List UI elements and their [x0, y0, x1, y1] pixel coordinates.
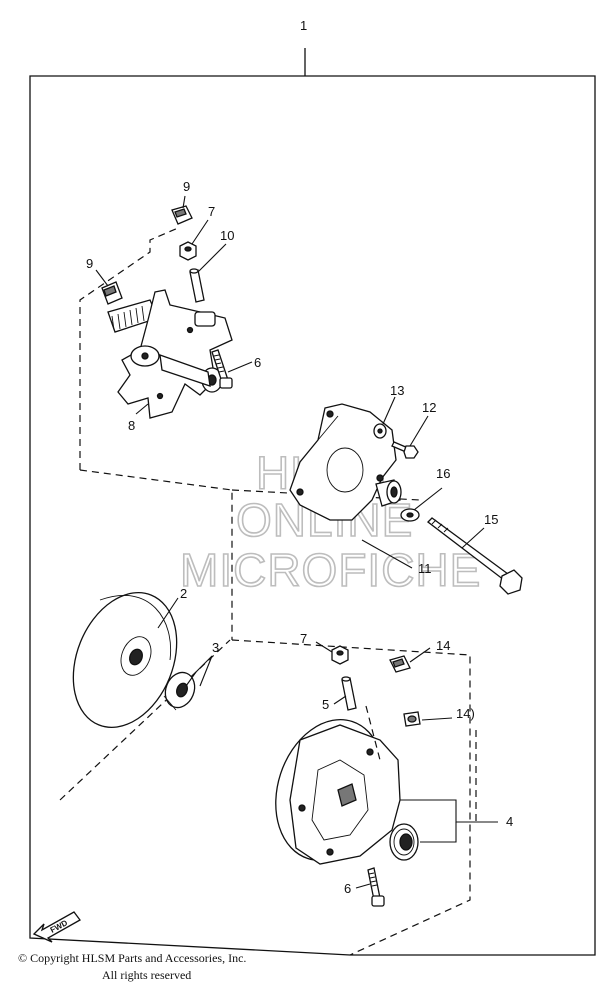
part-3-spacer: [163, 671, 196, 711]
rights-reserved-line: All rights reserved: [102, 968, 192, 982]
callout-14-upper: 14: [436, 638, 450, 653]
assembly-frame: [29, 48, 596, 956]
part-14-clip-lower: [403, 711, 421, 727]
part-6-bolt-lower: [367, 867, 385, 907]
callout-7-upper: 7: [208, 204, 215, 219]
part-15-long-bolt: [427, 517, 523, 595]
part-9-clip-upper: [171, 205, 193, 225]
part-14-clip-upper: [389, 655, 411, 673]
part-6-bolt-upper: [211, 349, 233, 389]
callout-12: 12: [422, 400, 436, 415]
callout-labels: 1 9 7 10 9 6 8 13 12 16 15 11 2 3 7 14 5…: [86, 18, 513, 896]
callout-8: 8: [128, 418, 135, 433]
leader-lines: [95, 195, 498, 889]
part-2-sheave-disc: [72, 592, 178, 728]
part-7-nut-lower: [331, 645, 349, 665]
callout-6-upper: 6: [254, 355, 261, 370]
watermark-line-3: MICROFICHE: [180, 544, 481, 596]
part-16-bushing: [375, 479, 420, 522]
part-7-nut-upper: [179, 241, 197, 261]
fwd-arrow: FWD: [32, 911, 81, 943]
callout-16: 16: [436, 466, 450, 481]
part-12-bolt: [391, 441, 419, 459]
part-13-nut: [373, 423, 387, 439]
callout-13: 13: [390, 383, 404, 398]
copyright-notice: © Copyright HLSM Parts and Accessories, …: [18, 950, 298, 984]
part-4-movable-sheave: [275, 719, 419, 865]
callout-9-upper: 9: [183, 179, 190, 194]
callout-4: 4: [506, 814, 513, 829]
callout-15: 15: [484, 512, 498, 527]
part-9-clip-left: [101, 281, 123, 305]
part-8-spider-hub: [107, 289, 233, 419]
callout-6-lower: 6: [344, 881, 351, 896]
callout-11: 11: [418, 561, 432, 576]
callout-10: 10: [220, 228, 234, 243]
part-11-cover-plate: [289, 403, 397, 521]
callout-1: 1: [300, 18, 307, 33]
part-10-pin: [189, 268, 205, 303]
callout-3: 3: [212, 640, 219, 655]
part-5-pin: [341, 676, 357, 711]
callout-2: 2: [180, 586, 187, 601]
callout-5: 5: [322, 697, 329, 712]
callout-9-left: 9: [86, 256, 93, 271]
callout-7-lower: 7: [300, 631, 307, 646]
callout-14-lower: 14): [456, 706, 475, 721]
copyright-line: © Copyright HLSM Parts and Accessories, …: [18, 951, 247, 965]
